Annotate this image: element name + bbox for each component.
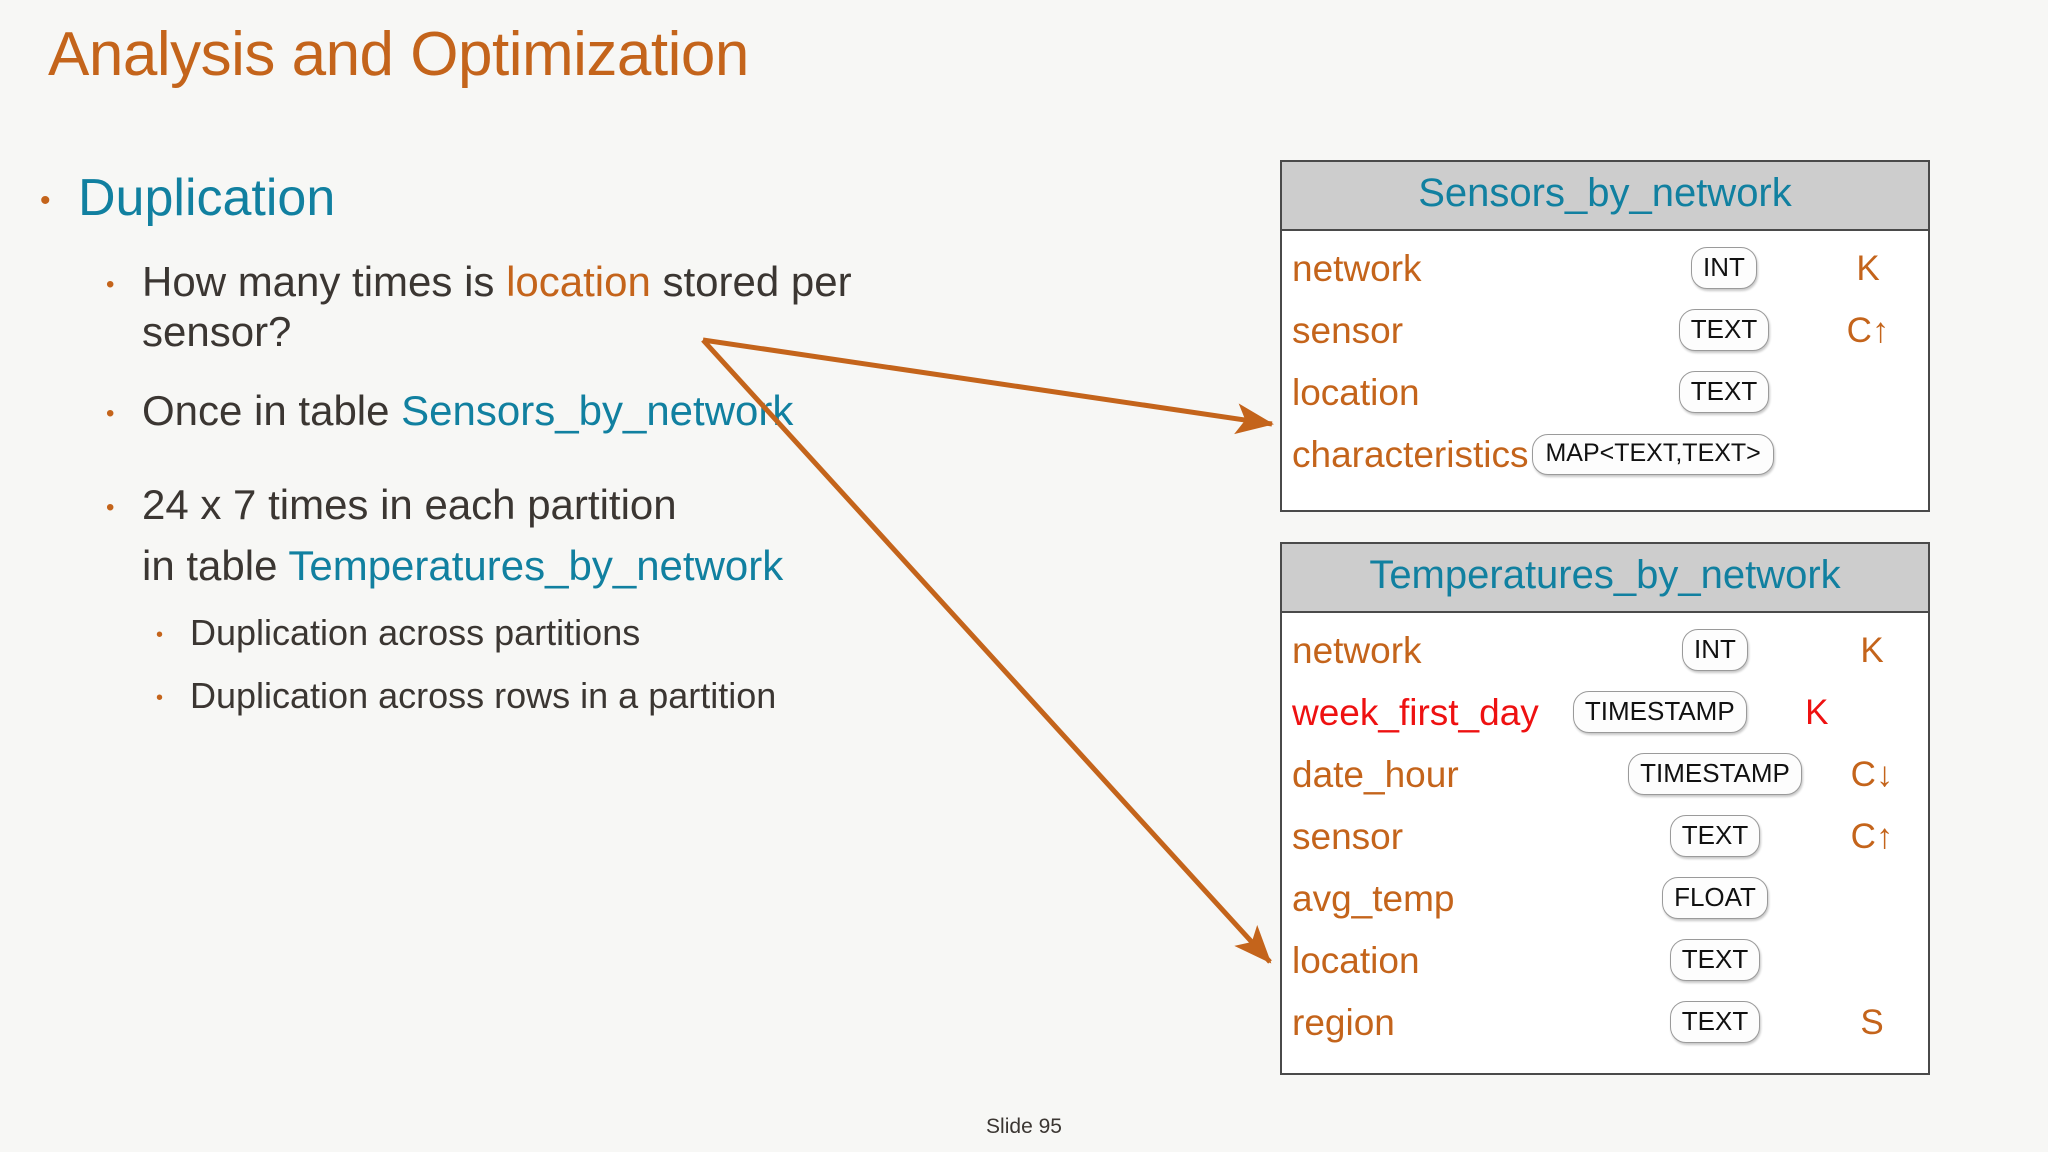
table-row: avg_temp FLOAT [1282,867,1928,929]
table-body-sensors-by-network: network INT K sensor TEXT C↑ location TE… [1282,231,1928,495]
bullet-label-dup-across-partitions: Duplication across partitions [190,611,641,653]
column-type: TEXT [1626,309,1822,351]
type-badge: TEXT [1678,371,1770,413]
type-badge: TEXT [1669,939,1761,981]
bullet-dot-icon: • [106,400,115,428]
type-badge: TIMESTAMP [1572,691,1747,733]
bullet-item-once-in-table: • Once in table Sensors_by_network [40,386,960,436]
table-row: network INT K [1282,237,1928,299]
type-badge: TEXT [1669,1001,1761,1043]
table-row: sensor TEXT C↑ [1282,805,1928,867]
table-row: date_hour TIMESTAMP C↓ [1282,743,1928,805]
column-key: K [1856,248,1880,288]
column-key: C↓ [1850,754,1894,794]
table-title-temperatures-by-network: Temperatures_by_network [1282,544,1928,613]
bullet-item-dup-across-partitions: • Duplication across partitions [40,611,960,654]
column-key: C↑ [1846,310,1890,350]
type-badge: INT [1691,247,1757,289]
question-highlight-location: location [506,258,651,306]
column-name: date_hour [1292,753,1459,795]
table-row: region TEXT S [1282,991,1928,1053]
bullet-label-dup-across-rows: Duplication across rows in a partition [190,675,777,717]
bullet-continuation-in-table: in table Temperatures_by_network [40,541,960,591]
table-temperatures-by-network: Temperatures_by_network network INT K we… [1280,542,1930,1075]
column-type: TEXT [1600,939,1830,981]
table-title-sensors-by-network: Sensors_by_network [1282,162,1928,231]
once-prefix: Once in table [142,387,402,435]
column-name: network [1292,247,1422,289]
column-type: TEXT [1626,371,1822,413]
column-name: region [1292,1001,1395,1043]
cont-prefix: in table [142,542,289,590]
column-type: TEXT [1600,815,1830,857]
bullet-label-once-in-table: Once in table Sensors_by_network [142,386,793,436]
cont-table-name: Temperatures_by_network [288,542,784,590]
column-type: TIMESTAMP [1600,753,1830,795]
bullet-item-24x7: • 24 x 7 times in each partition [40,480,960,530]
column-type: TEXT [1600,1001,1830,1043]
table-row: sensor TEXT C↑ [1282,299,1928,361]
column-name: week_first_day [1292,691,1539,733]
bullet-label-duplication: Duplication [78,169,336,227]
bullet-dot-icon: • [156,623,164,646]
bullet-dot-icon: • [106,271,115,299]
table-sensors-by-network: Sensors_by_network network INT K sensor … [1280,160,1930,512]
bullet-label-24x7: 24 x 7 times in each partition [142,480,677,528]
bullet-item-question: • How many times is location stored per … [40,257,960,356]
table-row: network INT K [1282,619,1928,681]
type-badge: TIMESTAMP [1628,753,1802,795]
type-badge: INT [1682,629,1748,671]
type-badge: FLOAT [1662,877,1768,919]
column-key: K [1805,692,1829,732]
column-key: S [1860,1002,1884,1042]
column-name: network [1292,629,1422,671]
once-table-name: Sensors_by_network [401,387,794,435]
column-name: characteristics [1292,433,1529,475]
column-name: location [1292,371,1420,413]
question-prefix: How many times is [142,258,507,306]
column-name: sensor [1292,815,1404,857]
table-row: characteristics MAP<TEXT,TEXT> [1282,423,1928,485]
type-badge: MAP<TEXT,TEXT> [1532,433,1774,475]
bullet-label-question: How many times is location stored per se… [142,257,960,356]
column-key: K [1860,630,1884,670]
column-type: FLOAT [1600,877,1830,919]
bullet-dot-icon: • [40,184,51,217]
column-type: MAP<TEXT,TEXT> [1532,433,1774,475]
slide-number: Slide 95 [986,1115,1062,1138]
column-type: INT [1626,247,1822,289]
column-name: avg_temp [1292,877,1455,919]
table-row: location TEXT [1282,361,1928,423]
bullet-item-dup-across-rows: • Duplication across rows in a partition [40,674,960,717]
page-title: Analysis and Optimization [48,20,749,89]
table-row: week_first_day TIMESTAMP K [1282,681,1928,743]
question-suffix: stored per sensor? [142,258,852,355]
bullet-dot-icon: • [156,687,164,710]
bullet-item-duplication: • Duplication [40,169,960,227]
column-key: C↑ [1850,816,1894,856]
column-type: INT [1600,629,1830,671]
column-name: location [1292,939,1420,981]
column-name: sensor [1292,309,1404,351]
type-badge: TEXT [1669,815,1761,857]
column-type: TIMESTAMP [1545,691,1775,733]
bullet-dot-icon: • [106,493,115,521]
table-body-temperatures-by-network: network INT K week_first_day TIMESTAMP K… [1282,613,1928,1063]
table-row: location TEXT [1282,929,1928,991]
bullet-list: • Duplication • How many times is locati… [40,169,960,717]
type-badge: TEXT [1678,309,1770,351]
